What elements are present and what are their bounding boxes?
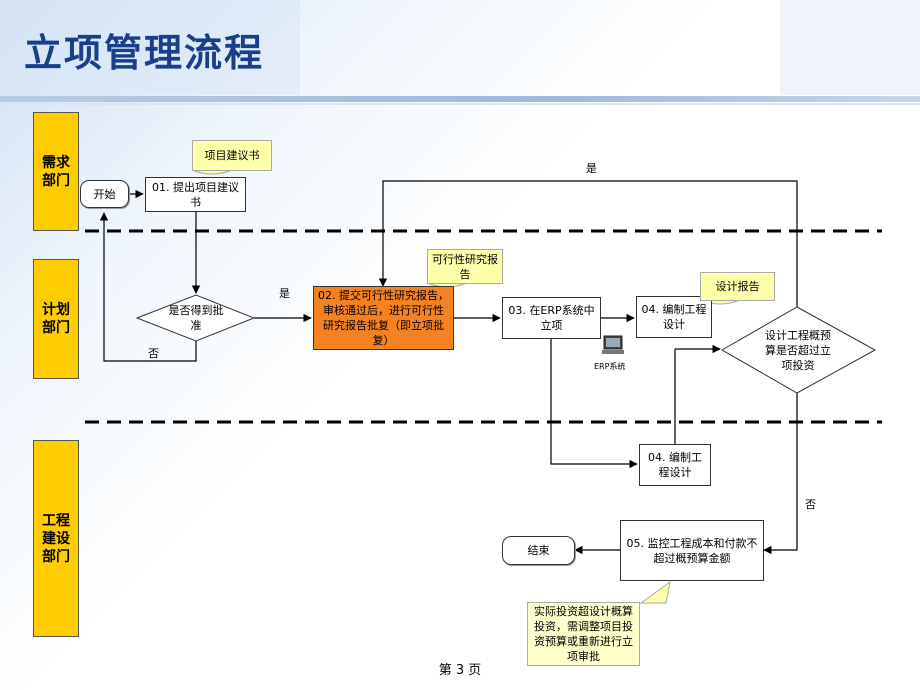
step-03-erp-setup: 03. 在ERP系统中立项	[502, 297, 601, 339]
lane-demand-label: 需求部门	[42, 154, 70, 189]
edge-label-yes-approved: 是	[279, 287, 290, 300]
decision-over-budget-shape	[720, 306, 877, 394]
step-04-design-plan: 04. 编制工程设计	[636, 296, 712, 338]
note-design-report: 设计报告	[700, 272, 775, 301]
step-01-proposal: 01. 提出项目建议书	[145, 177, 246, 212]
step-04-design-engineering: 04. 编制工程设计	[639, 444, 711, 486]
edge-label-yes-top: 是	[586, 162, 597, 175]
note-feasibility-report: 可行性研究报告	[427, 249, 503, 284]
step-02-feasibility: 02. 提交可行性研究报告，审核通过后，进行可行性研究报告批复（即立项批复）	[313, 286, 454, 350]
lane-engineering-department: 工程建设部门	[33, 440, 79, 637]
lane-engineering-label: 工程建设部门	[42, 512, 70, 565]
title-divider	[0, 96, 920, 102]
decision-approved: 是否得到批准	[168, 304, 224, 332]
start-node: 开始	[80, 180, 129, 208]
page-title: 立项管理流程	[24, 30, 265, 75]
title-divider-thin	[0, 103, 920, 105]
edge-label-no-within-budget: 否	[805, 498, 816, 511]
note-proposal-document: 项目建议书	[192, 140, 272, 171]
end-node: 结束	[502, 536, 575, 565]
lane-plan-label: 计划部门	[42, 302, 70, 336]
page-number: 第 3 页	[438, 663, 482, 678]
decision-approved-shape	[135, 294, 256, 342]
lane-demand-department: 需求部门	[33, 112, 79, 231]
edge-label-no-rejected: 否	[148, 347, 159, 360]
decision-over-budget: 设计工程概预算是否超过立项投资	[765, 329, 831, 372]
computer-icon	[602, 335, 624, 354]
lane-plan-department: 计划部门	[33, 259, 79, 379]
erp-system-label: ERP系统	[594, 362, 626, 371]
step-05-monitor-cost: 05. 监控工程成本和付款不超过概预算金额	[620, 520, 764, 581]
note-over-budget-callout: 实际投资超设计概算投资，需调整项目投资预算或重新进行立项审批	[527, 602, 640, 666]
